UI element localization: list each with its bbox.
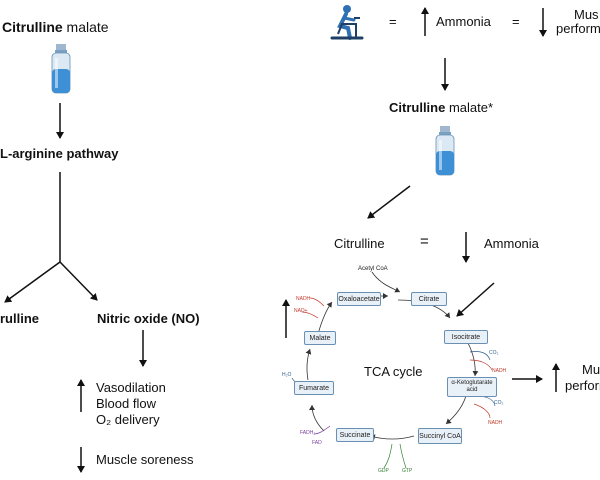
equals-sign-mid: =: [420, 233, 429, 250]
left-malate-word: malate: [62, 19, 109, 35]
tca-box-succinyl-coa: Succinyl CoA: [418, 428, 462, 444]
muscle-perf-bottom-line1: Mu: [582, 362, 600, 377]
effect-o2-delivery: O₂ delivery: [96, 412, 160, 427]
arrow-branch-left: [4, 261, 61, 303]
tca-box-isocitrate: Isocitrate: [444, 330, 488, 344]
tca-cycle-label: TCA cycle: [364, 364, 423, 379]
arrow-bottle-to-citrulline: [367, 185, 411, 219]
nitric-oxide-label: Nitric oxide (NO): [97, 311, 200, 326]
gtp-label: GTP: [402, 468, 413, 474]
arrow-into-cycle: [456, 282, 495, 317]
co2-label-2: CO₂: [494, 400, 504, 406]
ammonia-mid-label: Ammonia: [484, 236, 539, 251]
effect-blood-flow: Blood flow: [96, 396, 156, 411]
fad-label: FAD: [312, 440, 322, 446]
supplement-bottle-icon: [50, 44, 72, 96]
nadh-label-1: NADH: [492, 368, 507, 374]
citrulline-branch-label: rulline: [0, 311, 40, 326]
nadh-label-2: NADH: [488, 420, 503, 426]
muscle-perf-top-line2: perform: [556, 21, 600, 36]
muscle-perf-bottom-line2: perform: [565, 378, 600, 393]
muscle-perf-top-line1: Mus: [574, 7, 599, 22]
tca-box-oxaloacetate: Oxaloacetate: [337, 292, 381, 306]
gdp-label: GDP: [378, 468, 389, 474]
tca-box-fumarate: Fumarate: [294, 381, 334, 395]
citrulline-label: Citrulline: [334, 236, 385, 251]
right-citrulline-word: Citrulline: [389, 100, 446, 115]
effect-muscle-soreness: Muscle soreness: [96, 452, 194, 467]
tca-ring: [305, 271, 479, 441]
nadh-label-3: NADH: [296, 296, 311, 302]
right-citrulline-malate-label: Citrulline malate*: [389, 100, 493, 116]
tca-box-citrate: Citrate: [411, 292, 447, 306]
acetyl-coa-label: Acetyl CoA: [358, 266, 388, 272]
effect-vasodilation: Vasodilation: [96, 380, 166, 395]
tca-box-malate: Malate: [304, 331, 336, 345]
equals-sign-top-1: =: [389, 14, 397, 29]
equals-sign-top-2: =: [512, 14, 520, 29]
tca-box-alpha-ketoglutarate: α-Ketoglutarate acid: [447, 377, 497, 397]
h2o-label: H₂O: [282, 372, 292, 378]
co2-label-1: CO₂: [489, 350, 499, 356]
fadh2-label: FADH₂: [300, 430, 316, 436]
l-arginine-pathway-label: L-arginine pathway: [0, 146, 119, 161]
supplement-bottle-icon-right: [434, 126, 456, 178]
left-citrulline-malate-label: Citrulline malate: [2, 19, 109, 35]
ammonia-top-label: Ammonia: [436, 14, 491, 29]
nad-label: NAD+: [294, 308, 308, 314]
tca-box-succinate: Succinate: [336, 428, 374, 442]
exercise-bike-icon: [326, 4, 368, 44]
left-citrulline-word: Citrulline: [2, 19, 63, 35]
right-malate-word: malate*: [445, 100, 494, 115]
arrow-branch-right: [59, 261, 98, 301]
